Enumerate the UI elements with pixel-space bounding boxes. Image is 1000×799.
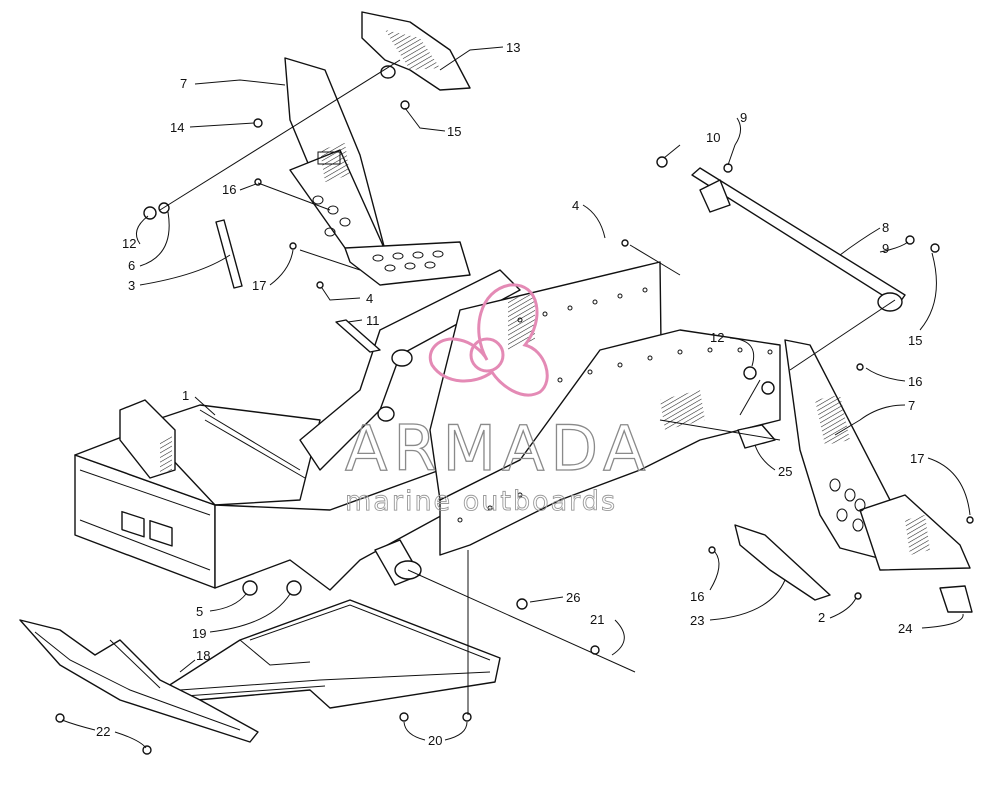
callout-4: 4 xyxy=(572,198,579,213)
callout-7: 7 xyxy=(180,76,187,91)
watermark-logo-icon xyxy=(428,283,549,397)
callout-13: 13 xyxy=(506,40,520,55)
callout-23: 23 xyxy=(690,613,704,628)
plate-24 xyxy=(939,585,973,613)
callout-16: 16 xyxy=(690,589,704,604)
alignment-lines xyxy=(159,59,896,715)
callout-16: 16 xyxy=(222,182,236,197)
callout-17: 17 xyxy=(910,451,924,466)
callout-15: 15 xyxy=(908,333,922,348)
callout-24: 24 xyxy=(898,621,912,636)
callout-12: 12 xyxy=(122,236,136,251)
callout-1: 1 xyxy=(182,388,189,403)
callout-25: 25 xyxy=(778,464,792,479)
skid-plate xyxy=(164,599,501,709)
callout-19: 19 xyxy=(192,626,206,641)
strip-11 xyxy=(335,319,381,353)
callout-26: 26 xyxy=(566,590,580,605)
callout-9: 9 xyxy=(740,110,747,125)
watermark-brand: ARMADA xyxy=(345,412,651,485)
callout-6: 6 xyxy=(128,258,135,273)
callout-12: 12 xyxy=(710,330,724,345)
upper-bracket-13 xyxy=(361,11,471,91)
leader-lines xyxy=(61,46,971,749)
callout-3: 3 xyxy=(128,278,135,293)
bracket-23 xyxy=(734,524,831,601)
upper-support-left xyxy=(284,57,471,286)
callout-5: 5 xyxy=(196,604,203,619)
nose-pan xyxy=(19,619,259,743)
callout-14: 14 xyxy=(170,120,184,135)
callout-15: 15 xyxy=(447,124,461,139)
callout-16: 16 xyxy=(908,374,922,389)
callout-17: 17 xyxy=(252,278,266,293)
callout-labels: 13 7 14 15 16 12 6 3 17 4 11 4 9 10 8 9 … xyxy=(96,40,924,748)
upper-support-right xyxy=(784,339,971,571)
callout-4: 4 xyxy=(366,291,373,306)
callout-22: 22 xyxy=(96,724,110,739)
callout-8: 8 xyxy=(882,220,889,235)
watermark-tagline: marine outboards xyxy=(345,486,617,517)
callout-2: 2 xyxy=(818,610,825,625)
small-parts xyxy=(215,219,973,613)
callout-11: 11 xyxy=(366,313,380,328)
watermark: ARMADA marine outboards xyxy=(344,283,651,517)
callout-20: 20 xyxy=(428,733,442,748)
callout-18: 18 xyxy=(196,648,210,663)
steering-shaft xyxy=(656,156,906,312)
callout-7: 7 xyxy=(908,398,915,413)
strap-3 xyxy=(215,219,243,289)
callout-9: 9 xyxy=(882,241,889,256)
callout-10: 10 xyxy=(706,130,720,145)
callout-21: 21 xyxy=(590,612,604,627)
